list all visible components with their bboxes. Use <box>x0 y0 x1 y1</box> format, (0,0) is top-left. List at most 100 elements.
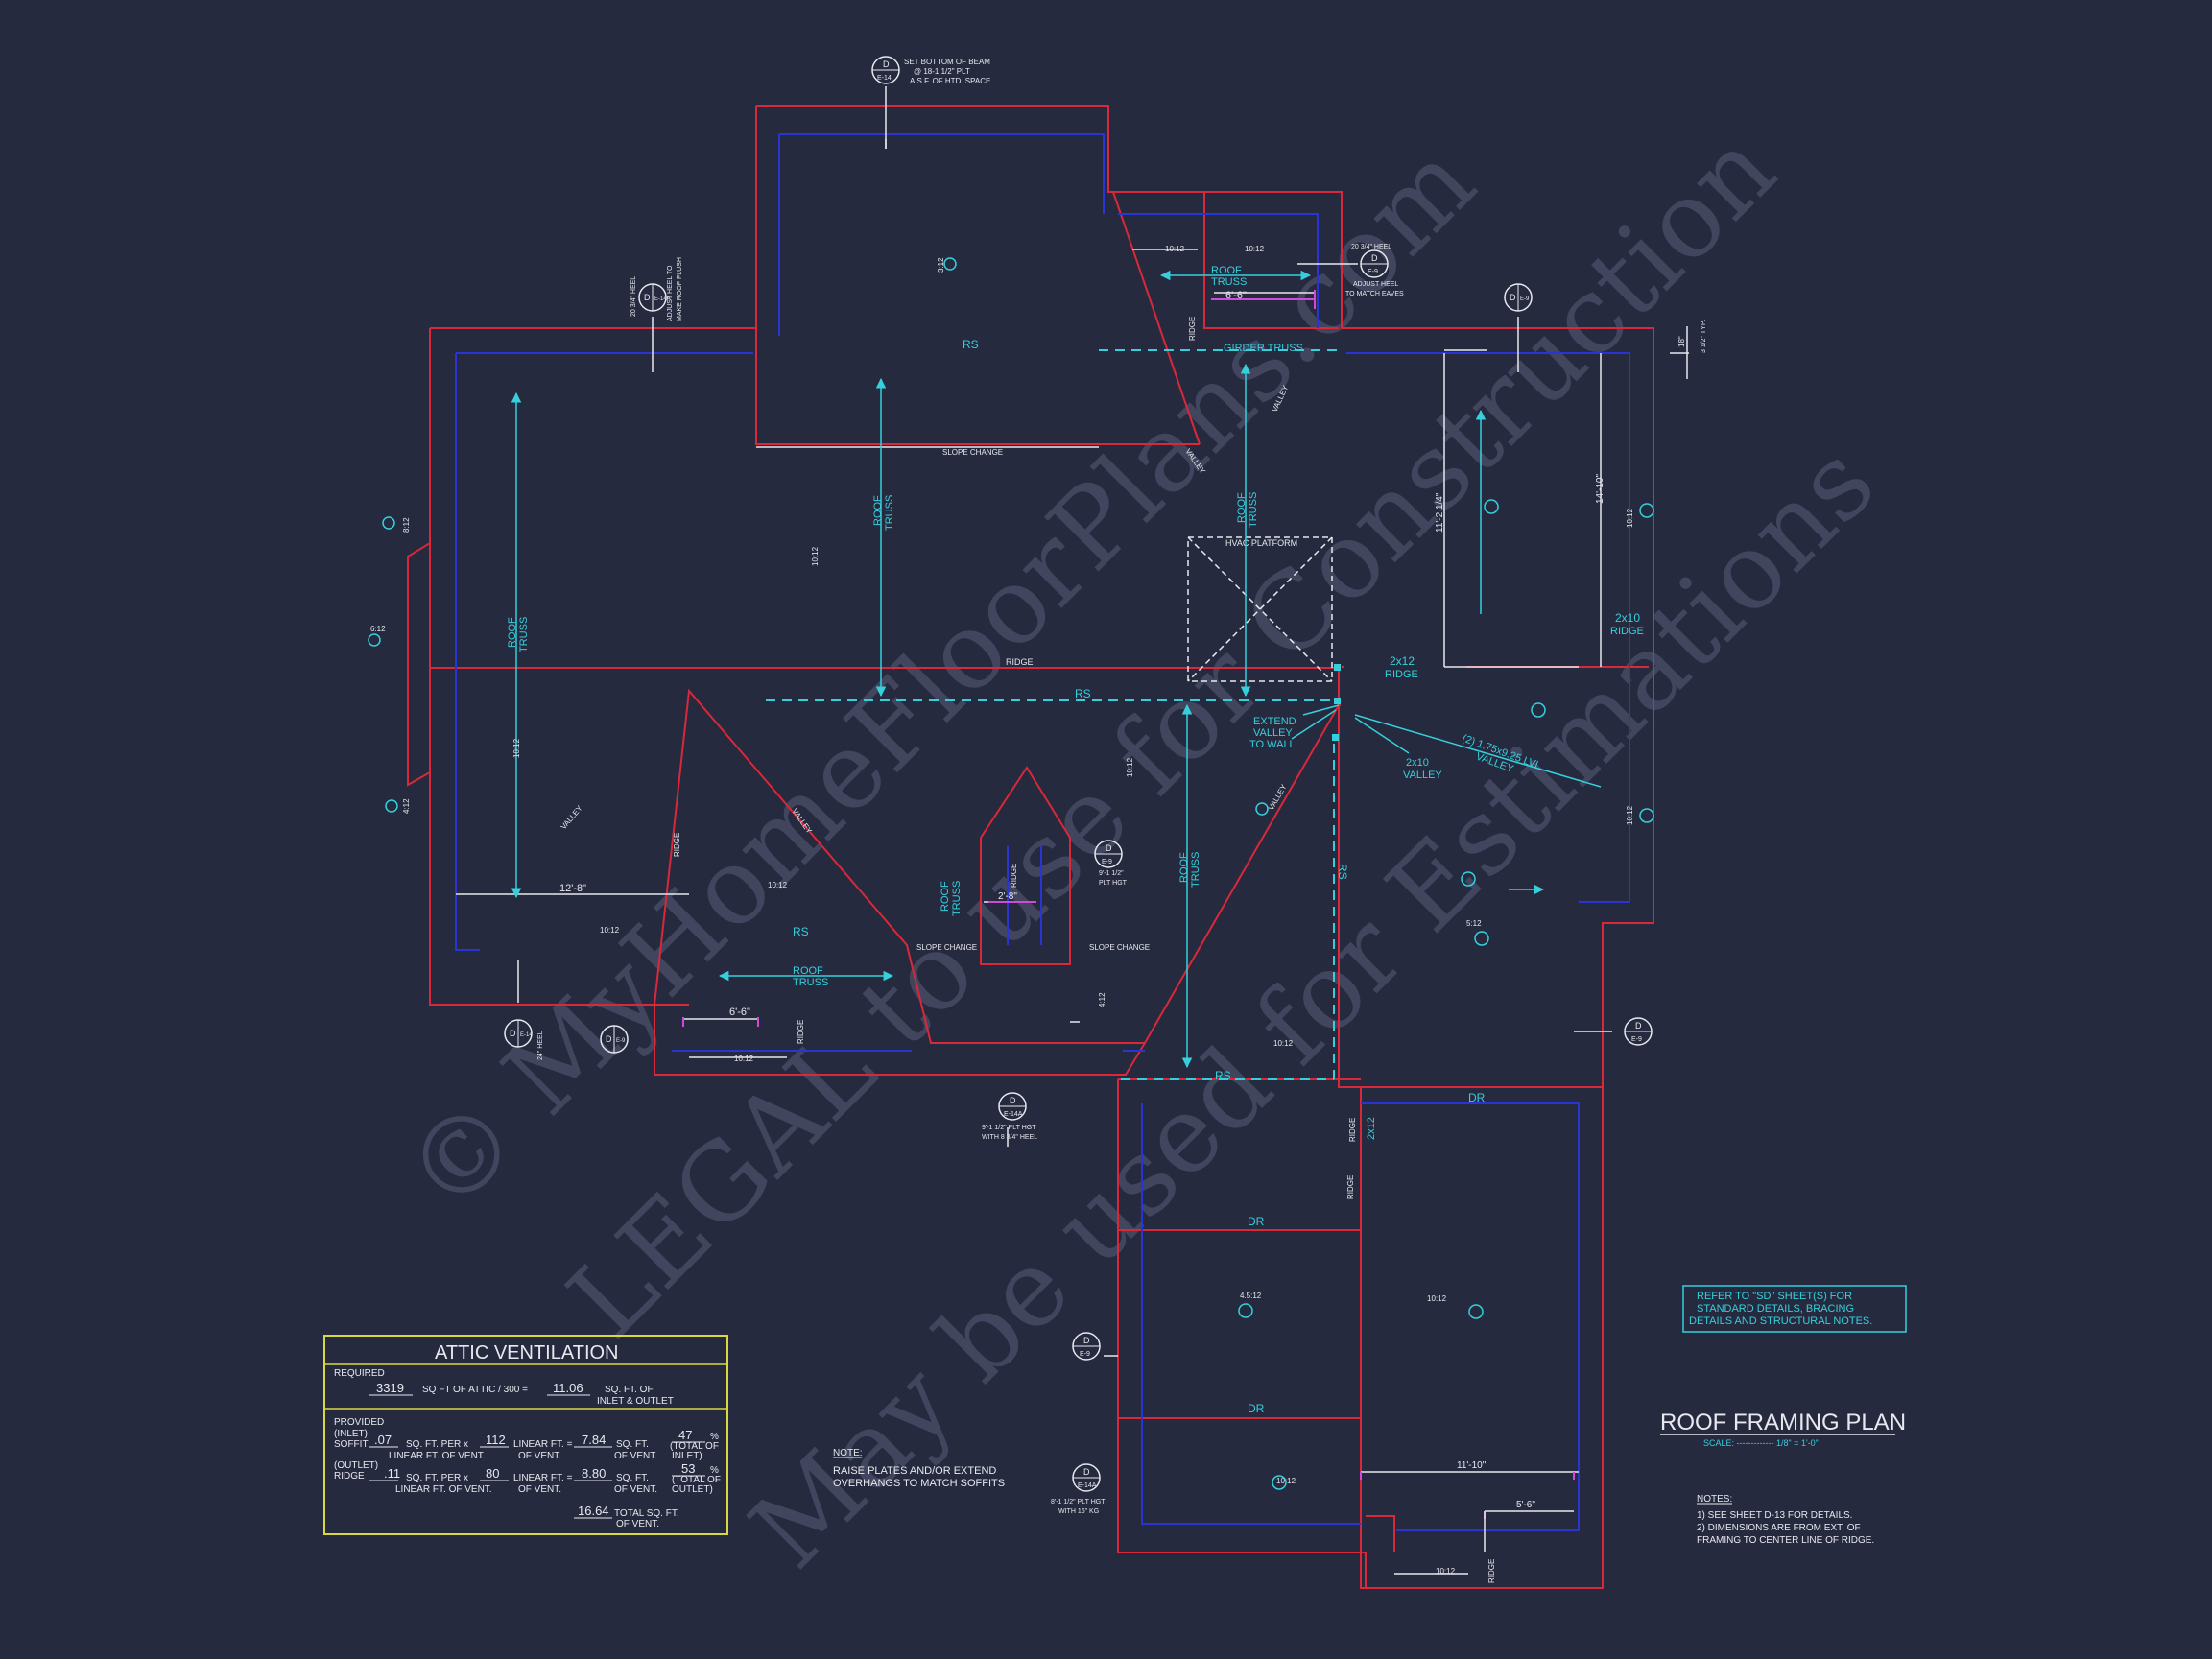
svg-text:(TOTAL OF: (TOTAL OF <box>672 1475 721 1485</box>
svg-text:RIDGE: RIDGE <box>334 1471 365 1481</box>
svg-text:2x12: 2x12 <box>1390 654 1415 668</box>
svg-text:STANDARD DETAILS, BRACING: STANDARD DETAILS, BRACING <box>1697 1303 1854 1315</box>
detail-tag: D E-14A <box>1072 1463 1101 1492</box>
svg-text:A.S.F. OF HTD. SPACE: A.S.F. OF HTD. SPACE <box>910 77 990 85</box>
svg-text:RAISE PLATES AND/OR EXTEND: RAISE PLATES AND/OR EXTEND <box>833 1465 996 1477</box>
svg-text:EXTEND: EXTEND <box>1253 716 1296 727</box>
svg-text:RIDGE: RIDGE <box>673 833 681 857</box>
svg-text:PLT HGT: PLT HGT <box>1099 880 1128 887</box>
svg-text:ROOF: ROOF <box>1178 852 1190 883</box>
ridge-2x12-vertical: 2x12 <box>1366 1117 1377 1140</box>
svg-text:5:12: 5:12 <box>1466 919 1482 928</box>
svg-text:ROOF: ROOF <box>872 495 884 526</box>
svg-text:RS: RS <box>793 925 809 938</box>
svg-text:INLET & OUTLET: INLET & OUTLET <box>597 1396 674 1407</box>
heel-notes: SET BOTTOM OF BEAM @ 18-1 1/2" PLT A.S.F… <box>537 58 1404 1515</box>
svg-text:VALLEY: VALLEY <box>559 803 584 831</box>
svg-text:10:12: 10:12 <box>1165 245 1185 253</box>
svg-text:SQ. FT. PER x: SQ. FT. PER x <box>406 1439 468 1450</box>
svg-text:NOTES:: NOTES: <box>1697 1494 1732 1505</box>
svg-text:RIDGE: RIDGE <box>1346 1175 1355 1199</box>
svg-text:SQ. FT.: SQ. FT. <box>616 1473 649 1483</box>
svg-text:ROOF: ROOF <box>1236 492 1248 523</box>
svg-text:MAKE ROOF FLUSH: MAKE ROOF FLUSH <box>677 257 683 321</box>
svg-text:5'-6": 5'-6" <box>1516 1500 1535 1510</box>
hvac-platform-label: HVAC PLATFORM <box>1225 538 1297 548</box>
general-notes: NOTES: 1) SEE SHEET D-13 FOR DETAILS. 2)… <box>1697 1494 1874 1546</box>
svg-text:DR: DR <box>1468 1091 1486 1104</box>
svg-text:10:12: 10:12 <box>1626 805 1634 825</box>
svg-text:D: D <box>1083 1336 1090 1345</box>
svg-text:D: D <box>1010 1096 1016 1105</box>
svg-text:112: 112 <box>486 1433 506 1447</box>
svg-text:D: D <box>1371 253 1378 263</box>
svg-text:D: D <box>883 59 890 69</box>
svg-text:8.80: 8.80 <box>582 1466 606 1481</box>
svg-text:ROOF: ROOF <box>940 881 951 912</box>
svg-text:12'-8": 12'-8" <box>559 883 586 894</box>
svg-text:RS: RS <box>1336 864 1349 880</box>
svg-text:(INLET): (INLET) <box>334 1429 368 1439</box>
svg-text:RS: RS <box>1215 1069 1231 1082</box>
svg-text:WITH 16" KG: WITH 16" KG <box>1058 1508 1099 1515</box>
svg-text:9'-1 1/2": 9'-1 1/2" <box>1099 870 1124 877</box>
svg-text:WITH 8 3/4" HEEL: WITH 8 3/4" HEEL <box>982 1134 1037 1141</box>
svg-text:ADJUST HEEL TO: ADJUST HEEL TO <box>667 265 674 321</box>
svg-text:6'-6": 6'-6" <box>1225 290 1247 301</box>
svg-text:E-9: E-9 <box>1102 859 1112 865</box>
svg-text:4:12: 4:12 <box>402 798 411 814</box>
svg-text:TRUSS: TRUSS <box>793 977 828 988</box>
svg-text:18": 18" <box>1677 336 1686 347</box>
svg-text:3:12: 3:12 <box>937 257 945 273</box>
plan-title: ROOF FRAMING PLAN <box>1660 1410 1906 1435</box>
svg-text:E-14: E-14 <box>520 1032 533 1038</box>
svg-text:%: % <box>710 1432 719 1442</box>
svg-text:1) SEE SHEET D-13 FOR DETAILS: 1) SEE SHEET D-13 FOR DETAILS. <box>1697 1510 1852 1521</box>
svg-text:D: D <box>1083 1467 1090 1477</box>
svg-text:D: D <box>606 1034 612 1044</box>
svg-text:E-14A: E-14A <box>1078 1482 1097 1489</box>
svg-text:RIDGE: RIDGE <box>1188 317 1197 341</box>
svg-text:E-14: E-14 <box>877 75 892 82</box>
svg-text:SOFFIT: SOFFIT <box>334 1439 369 1450</box>
detail-tag: D E-9 <box>1360 249 1389 278</box>
watermark: © MyHomeFloorPlans.com LEGAL to use for … <box>382 107 1898 1591</box>
svg-text:LINEAR FT. OF VENT.: LINEAR FT. OF VENT. <box>389 1451 486 1461</box>
svg-text:10:12: 10:12 <box>1126 757 1134 777</box>
title-block: ROOF FRAMING PLAN SCALE: ------------- 1… <box>1660 1410 1906 1448</box>
svg-text:(TOTAL OF: (TOTAL OF <box>670 1441 719 1452</box>
detail-tag: D E-14 <box>871 56 900 84</box>
svg-text:80: 80 <box>486 1466 499 1481</box>
refer-box: REFER TO "SD" SHEET(S) FOR STANDARD DETA… <box>1682 1285 1907 1333</box>
detail-tags: D E-14 D E-9 D E-14A D E-9 D E-9 D E-14 D E-9 D… <box>504 56 1653 1492</box>
plate-lines <box>455 133 1630 1531</box>
svg-text:SLOPE CHANGE: SLOPE CHANGE <box>1089 943 1150 952</box>
svg-text:SQ. FT. PER x: SQ. FT. PER x <box>406 1473 468 1483</box>
section-markers <box>368 257 1654 1490</box>
svg-text:E-9: E-9 <box>1080 1351 1090 1358</box>
svg-text:24" HEEL: 24" HEEL <box>537 1031 544 1060</box>
svg-text:11.06: 11.06 <box>553 1381 583 1395</box>
svg-text:RIDGE: RIDGE <box>1348 1118 1357 1142</box>
svg-text:10:12: 10:12 <box>1273 1039 1294 1048</box>
svg-text:20 3/4" HEEL: 20 3/4" HEEL <box>630 276 637 317</box>
svg-text:E-14A: E-14A <box>1004 1111 1023 1118</box>
svg-text:D: D <box>1106 843 1112 853</box>
svg-text:TRUSS: TRUSS <box>1190 852 1201 888</box>
svg-text:LINEAR FT. =: LINEAR FT. = <box>513 1439 573 1450</box>
svg-text:8:12: 8:12 <box>402 517 411 533</box>
magenta-dims <box>682 290 1575 1519</box>
svg-text:RS: RS <box>963 338 979 351</box>
svg-text:10:12: 10:12 <box>1436 1567 1456 1576</box>
svg-text:6:12: 6:12 <box>370 625 386 633</box>
svg-text:2x10: 2x10 <box>1615 611 1640 625</box>
member-callouts: 2x12 RIDGE 2x10 RIDGE EXTEND VALLEY TO W… <box>1249 611 1644 1199</box>
attic-ventilation-table: ATTIC VENTILATION REQUIRED 3319 SQ FT OF… <box>323 1335 728 1535</box>
svg-text:4:12: 4:12 <box>1098 992 1106 1007</box>
svg-text:2) DIMENSIONS ARE FROM EXT. O: 2) DIMENSIONS ARE FROM EXT. OF <box>1697 1523 1861 1533</box>
svg-text:SQ FT OF ATTIC / 300 =: SQ FT OF ATTIC / 300 = <box>422 1385 528 1395</box>
svg-text:E-9: E-9 <box>1368 269 1378 275</box>
svg-text:RIDGE: RIDGE <box>1487 1559 1496 1583</box>
